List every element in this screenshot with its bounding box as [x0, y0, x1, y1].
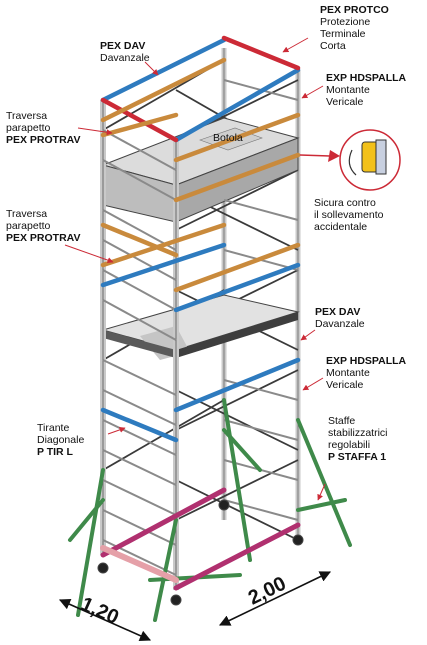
botola-label: Botola	[213, 132, 243, 144]
safety-lock-label: Sicura contro il sollevamento accidental…	[314, 197, 384, 233]
wheels	[97, 499, 304, 606]
platform-top	[101, 117, 300, 223]
protrav-top-label: Traversa parapetto PEX PROTRAV	[6, 110, 81, 146]
pex-dav-top-label: PEX DAV Davanzale	[100, 40, 150, 64]
callout-arrows	[64, 37, 326, 501]
staffe-label: Staffe stabilizzatrici regolabili P STAF…	[328, 415, 388, 463]
exp-hdspalla-top-label: EXP HDSPALLA Montante Vericale	[326, 72, 407, 108]
exp-hdspalla-mid-label: EXP HDSPALLA Montante Vericale	[326, 355, 407, 391]
tirante-label: Tirante Diagonale P TIR L	[37, 422, 85, 458]
protrav-mid-label: Traversa parapetto PEX PROTRAV	[6, 208, 81, 244]
platform-middle	[101, 294, 300, 360]
pex-protco-label: PEX PROTCO Protezione Terminale Corta	[320, 4, 389, 52]
dimension-lines	[58, 571, 332, 642]
pex-dav-mid-label: PEX DAV Davanzale	[315, 306, 365, 330]
base-braces	[100, 487, 301, 591]
guardrails	[100, 35, 301, 443]
safety-lock-detail	[299, 129, 401, 191]
